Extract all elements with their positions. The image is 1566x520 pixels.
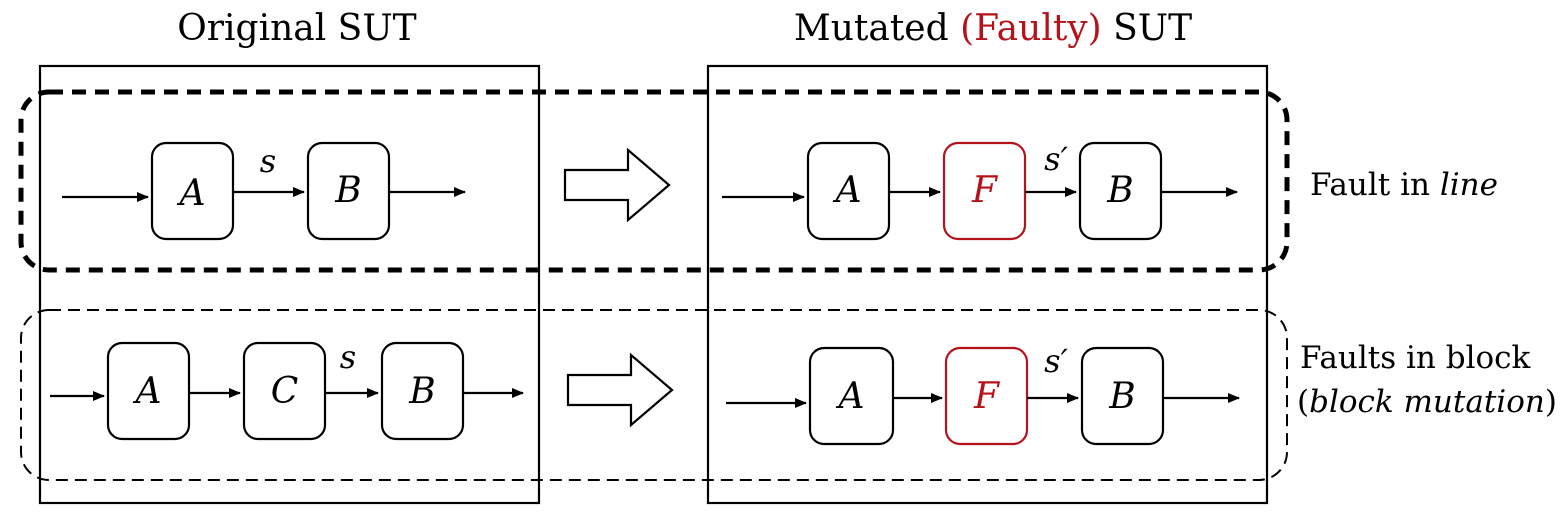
line-fault-annotation: Fault in line [1310,167,1498,203]
block-c [242,341,327,441]
mutation-arrow-icon [563,147,671,223]
faulty-block-f [944,346,1029,446]
block-b [380,341,465,441]
signal-label: s [340,338,356,376]
block-a [106,341,191,441]
block-a [808,346,895,446]
block-b-label: B [1108,376,1135,417]
block-a-label: A [833,170,862,211]
block-fault-group [20,309,1288,481]
block-mutation-annotation: (block mutation) [1297,384,1557,420]
faulty-label: (Faulty) [960,8,1102,49]
block-b [1080,346,1165,446]
faulty-block-f-label: F [973,376,1001,417]
block-b-label: B [1106,170,1133,211]
original-sut-title: Original SUT [177,8,416,49]
mutated-sut-title: Mutated (Faulty) SUT [794,8,1192,49]
block-c-label: C [271,371,299,412]
block-b-label: B [334,170,361,211]
block-a-label: A [836,376,865,417]
signal-label: s [260,142,276,180]
mutated-signal-label: s′ [1044,140,1068,178]
block-fault-annotation: Faults in block [1300,340,1531,376]
mutated-sut-frame [706,64,1269,505]
block-b-label: B [408,371,435,412]
faulty-block-f-label: F [971,170,999,211]
original-sut-frame [38,64,541,505]
mutation-arrow-icon [566,352,674,428]
mutated-signal-label: s′ [1044,342,1068,380]
line-fault-group [18,89,1290,273]
block-a-label: A [177,173,206,214]
block-a-label: A [133,371,162,412]
